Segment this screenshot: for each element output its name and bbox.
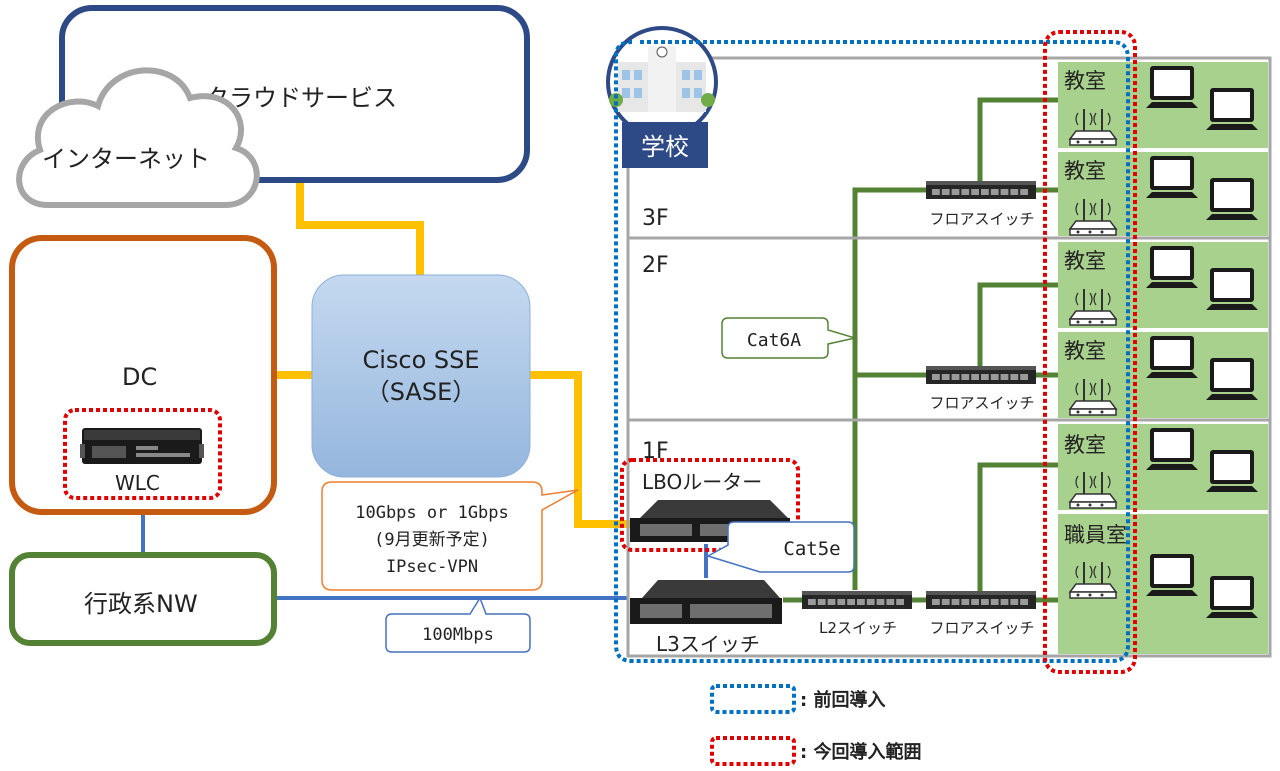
floor-switch-label: フロアスイッチ bbox=[929, 394, 1034, 412]
access-points bbox=[1068, 109, 1118, 599]
laptop-icon bbox=[1146, 66, 1198, 108]
l2-switch-icon bbox=[802, 591, 912, 609]
laptop-icon bbox=[1206, 88, 1258, 130]
laptop-icon bbox=[1146, 336, 1198, 378]
laptop-icon bbox=[1146, 554, 1198, 596]
laptop-icon bbox=[1206, 450, 1258, 492]
cisco-sse-box: Cisco SSE （SASE） bbox=[311, 274, 531, 478]
school-building: 3F 2F 1F bbox=[626, 56, 1272, 658]
school-icon bbox=[606, 26, 718, 138]
room-label: 教室 bbox=[1064, 69, 1106, 93]
wlc-appliance bbox=[80, 428, 204, 464]
internet-label: インターネット bbox=[42, 145, 210, 173]
legend-current-label: : 今回導入範囲 bbox=[800, 741, 921, 763]
legend-previous-swatch bbox=[710, 684, 796, 714]
cat5e-callout: Cat5e bbox=[706, 521, 855, 573]
laptop-icon bbox=[1146, 156, 1198, 198]
school-badge: 学校 bbox=[622, 122, 708, 168]
router-current-scope bbox=[620, 458, 800, 552]
legend-current-swatch bbox=[710, 736, 796, 766]
floor-switch-label: フロアスイッチ bbox=[929, 210, 1034, 228]
wlc-current-scope bbox=[63, 408, 222, 500]
internet-cloud: インターネット bbox=[16, 67, 260, 208]
floor-switch-label: フロアスイッチ bbox=[929, 619, 1034, 637]
floor-2f: 2F bbox=[642, 253, 669, 278]
access-point-icon bbox=[1068, 199, 1118, 236]
laptop-icon bbox=[1206, 178, 1258, 220]
sse-line2: （SASE） bbox=[366, 378, 477, 406]
room-label: 職員室 bbox=[1064, 523, 1127, 547]
yellow-links bbox=[272, 180, 635, 528]
floor-switch-icon bbox=[926, 366, 1036, 384]
current-scope-border bbox=[1043, 30, 1137, 674]
laptop-icon bbox=[1206, 358, 1258, 400]
laptops bbox=[1146, 66, 1258, 618]
room-labels: 教室 教室 教室 教室 教室 職員室 bbox=[1064, 69, 1127, 547]
room-label: 教室 bbox=[1064, 433, 1106, 457]
laptop-icon bbox=[1146, 428, 1198, 470]
cat5e-label: Cat5e bbox=[783, 538, 840, 560]
room-label: 教室 bbox=[1064, 159, 1106, 183]
backbone-vertical bbox=[852, 187, 926, 590]
floor-switch-icon bbox=[926, 181, 1036, 199]
dc-label: DC bbox=[122, 363, 157, 391]
school-badge-label: 学校 bbox=[641, 133, 689, 161]
room-label: 教室 bbox=[1064, 339, 1106, 363]
switches bbox=[802, 181, 1036, 609]
room-label: 教室 bbox=[1064, 249, 1106, 273]
laptop-icon bbox=[1206, 576, 1258, 618]
admin-nw-box: 行政系NW bbox=[9, 552, 277, 646]
vpn-line1: 10Gbps or 1Gbps bbox=[355, 503, 509, 523]
l3-switch-label: L3スイッチ bbox=[656, 632, 760, 656]
vpn-line3: IPsec-VPN bbox=[386, 557, 478, 577]
access-point-icon bbox=[1068, 379, 1118, 416]
cat6a-label: Cat6A bbox=[747, 330, 801, 351]
cloud-to-sse-link bbox=[296, 180, 424, 275]
access-point-icon bbox=[1068, 289, 1118, 326]
cloud-service-label: クラウドサービス bbox=[205, 84, 397, 112]
l2-switch-label: L2スイッチ bbox=[819, 619, 897, 637]
floor-switch-icon bbox=[926, 591, 1036, 609]
admin-nw-label: 行政系NW bbox=[84, 590, 198, 618]
access-point-icon bbox=[1068, 562, 1118, 599]
bandwidth-label: 100Mbps bbox=[422, 625, 494, 645]
legend: : 前回導入 : 今回導入範囲 bbox=[710, 684, 921, 766]
vpn-line2: (9月更新予定) bbox=[374, 530, 490, 550]
vpn-callout: 10Gbps or 1Gbps (9月更新予定) IPsec-VPN bbox=[321, 481, 579, 591]
sse-to-router-link bbox=[530, 371, 635, 528]
access-point-icon bbox=[1068, 472, 1118, 509]
green-links bbox=[783, 97, 1058, 603]
bandwidth-callout: 100Mbps bbox=[385, 596, 531, 653]
l3-switch bbox=[630, 580, 782, 624]
dc-box: DC bbox=[9, 235, 277, 515]
sse-line1: Cisco SSE bbox=[362, 346, 479, 374]
wlc-label: WLC bbox=[115, 471, 160, 495]
lbo-router-label: LBOルーター bbox=[642, 470, 762, 494]
legend-previous-label: : 前回導入 bbox=[800, 689, 885, 711]
access-point-icon bbox=[1068, 109, 1118, 146]
cat6a-callout: Cat6A bbox=[721, 317, 858, 359]
floor-3f: 3F bbox=[642, 206, 669, 231]
laptop-icon bbox=[1146, 246, 1198, 288]
laptop-icon bbox=[1206, 268, 1258, 310]
